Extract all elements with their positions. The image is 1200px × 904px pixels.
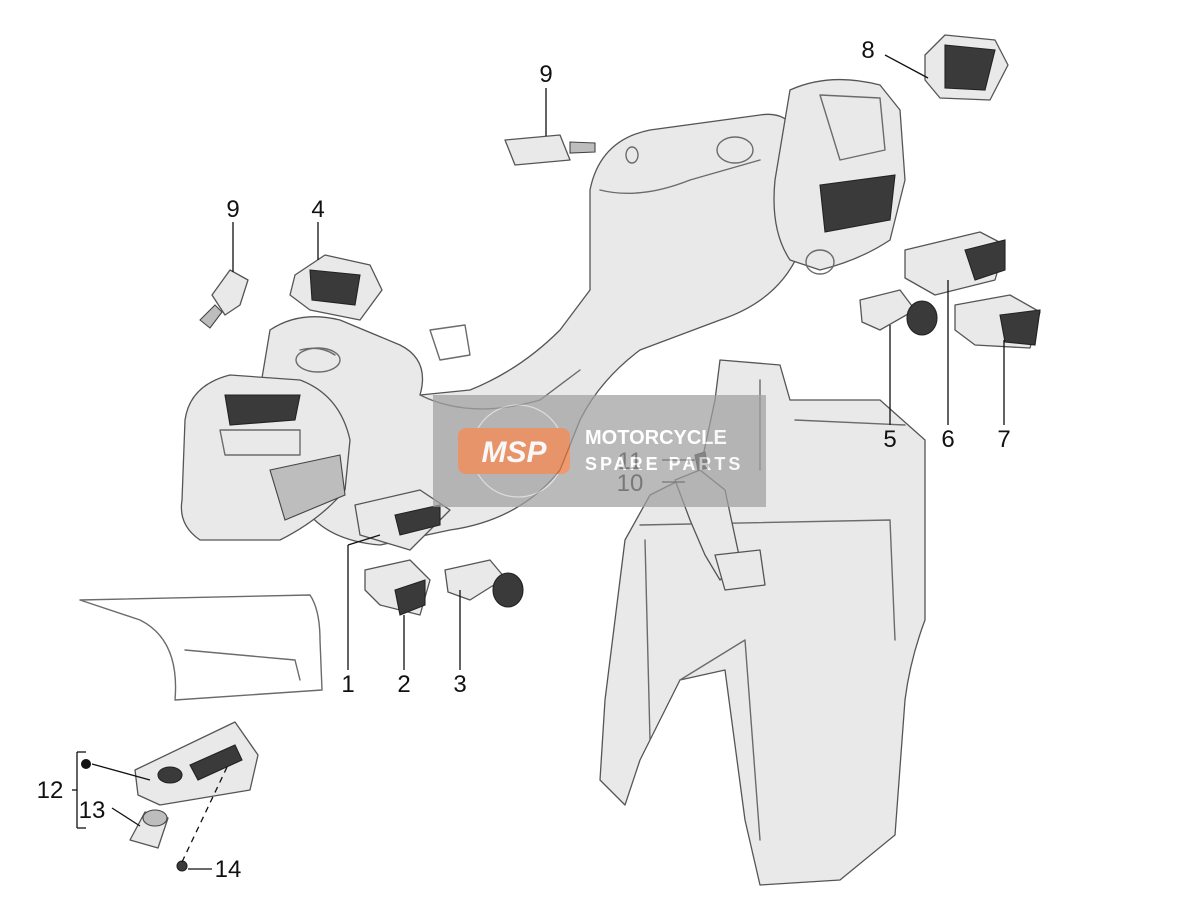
callout-7: 7: [997, 426, 1010, 453]
part-7-switch: [954, 294, 1041, 349]
callout-5: 5: [883, 426, 896, 453]
trim-panel: [79, 594, 323, 701]
part-13-socket: [129, 809, 169, 849]
callout-3: 3: [453, 671, 466, 698]
left-switch-housing: [180, 374, 351, 541]
callout-12: 12: [37, 777, 64, 804]
callout-9-left: 9: [226, 196, 239, 223]
callout-6: 6: [941, 426, 954, 453]
right-switch-housing: [773, 78, 906, 275]
part-3-button: [444, 559, 524, 608]
part-6-switch: [904, 231, 1006, 296]
callout-8: 8: [861, 37, 874, 64]
watermark-logo: MSP: [481, 436, 547, 469]
part-12-socket-panel: [134, 721, 259, 806]
part-4-switch-cap: [289, 254, 383, 321]
watermark: MSP MOTORCYCLE SPARE PARTS: [433, 395, 766, 507]
part-8-switch-cap: [924, 34, 1009, 101]
part-2-switch: [364, 559, 431, 616]
part-14-screw: [176, 764, 229, 872]
callout-13: 13: [79, 797, 106, 824]
part-5-button: [859, 289, 938, 336]
callout-4: 4: [311, 196, 324, 223]
part-9-top-socket: [504, 134, 596, 166]
watermark-line1: MOTORCYCLE: [585, 427, 727, 449]
leader-lines: [72, 54, 1005, 870]
callout-9-top: 9: [539, 61, 552, 88]
callout-14: 14: [215, 856, 242, 883]
watermark-line2: SPARE PARTS: [585, 454, 743, 474]
part-9-left-socket: [199, 269, 249, 329]
part-12-bullet: [81, 759, 91, 769]
callout-1: 1: [341, 671, 354, 698]
callout-2: 2: [397, 671, 410, 698]
watermark-logo-box: [458, 428, 570, 474]
